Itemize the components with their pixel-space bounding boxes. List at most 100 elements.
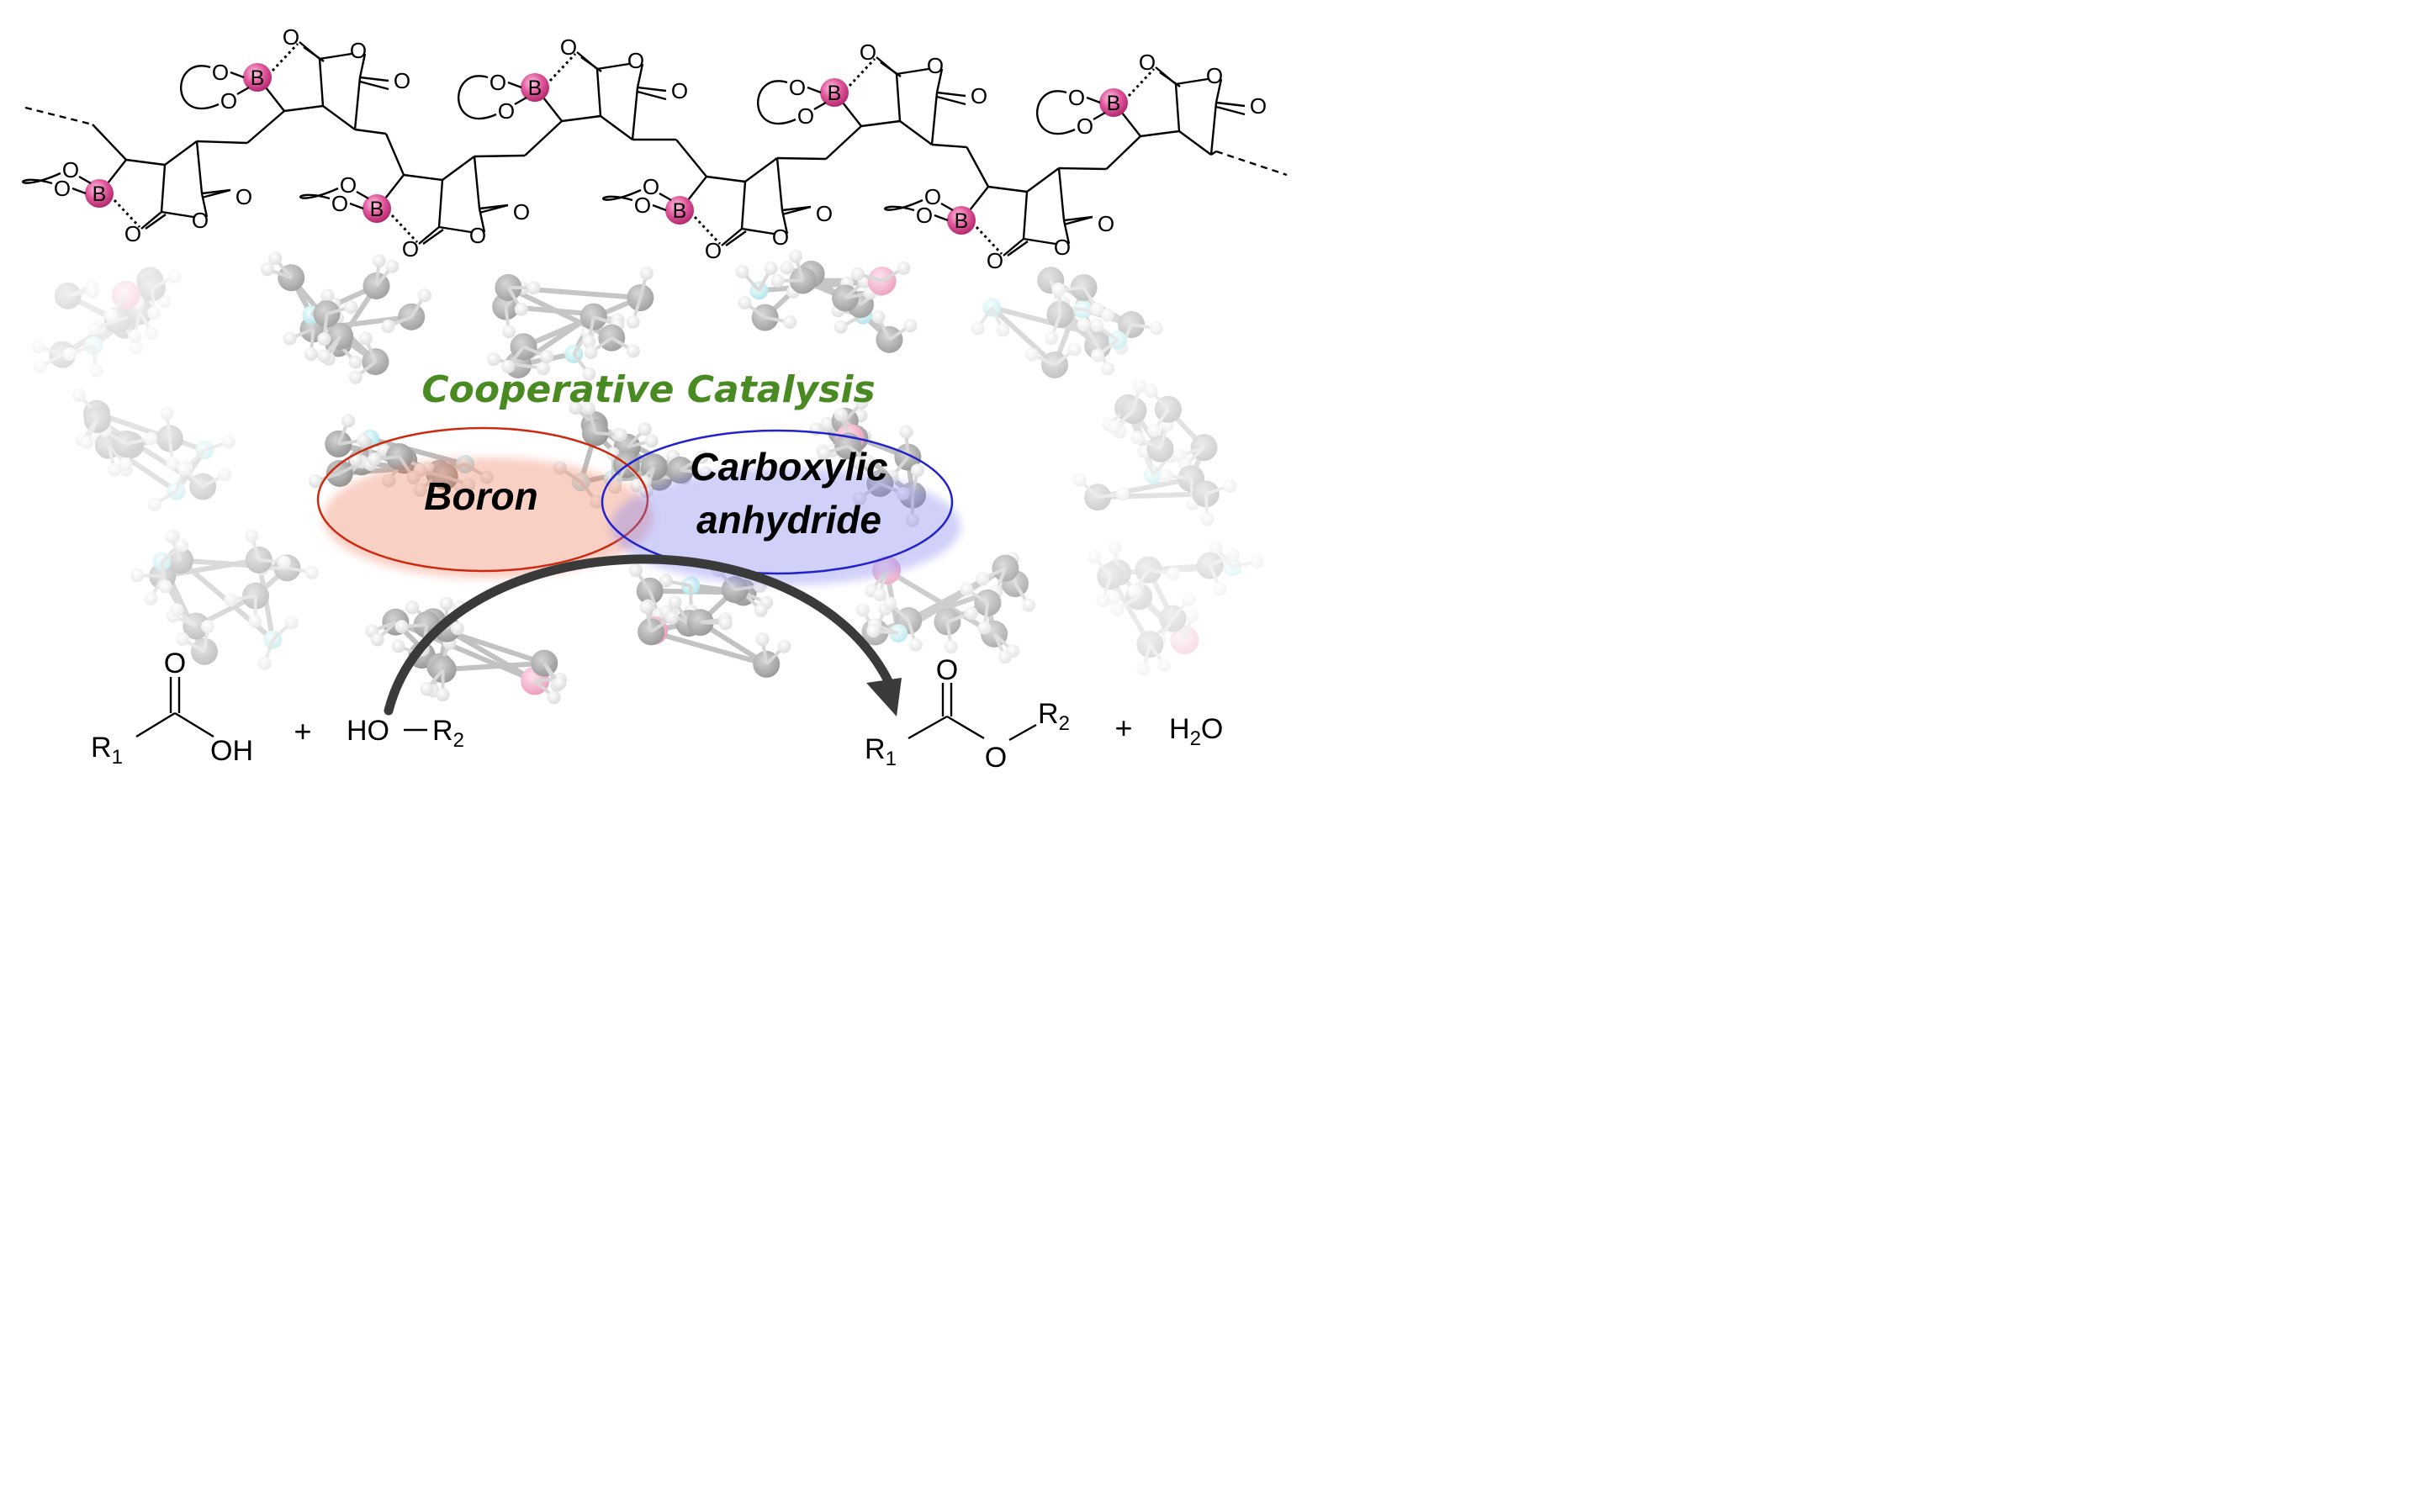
b-o-bond [356,190,369,200]
carbonyl-bond [145,214,167,230]
carbonyl-oxygen: O [816,201,833,226]
molecule-h-atom [897,261,911,275]
boronate-oxygen: O [498,98,515,124]
molecule-h-atom [167,269,182,283]
molecule-atom [934,608,961,636]
carbonyl-bond [1003,238,1024,256]
carbonyl-bond [1063,215,1093,226]
molecule-h-atom [1077,317,1091,331]
alcohol-r2: R2 [432,715,464,752]
molecule-atom [1070,273,1098,301]
molecule-h-atom [1045,331,1059,346]
molecule-h-atom [1091,348,1105,362]
dative-bond [548,52,577,82]
ring-bond [775,157,784,211]
carbonyl-bond [1159,71,1181,87]
boron-atom [521,73,549,102]
molecule-h-atom [1024,347,1039,362]
molecule-atom [1084,484,1112,511]
molecule-h-atom [31,340,45,354]
ring-bond [473,156,481,209]
boron-atom [665,196,694,225]
molecule-atom [242,582,270,610]
molecule-h-atom [820,416,834,431]
molecule-atom [54,282,82,309]
molecule-h-atom [910,463,924,478]
molecule-h-atom [738,295,752,309]
molecule-h-atom [1087,550,1102,564]
molecule-atom [156,425,183,452]
b-o-bond [507,81,522,89]
molecule-atom [1118,311,1146,339]
molecule-h-atom [385,259,400,273]
molecule-h-atom [613,428,627,442]
molecule-h-atom [309,474,323,489]
carbonyl-bond [637,90,667,101]
carbonyl-oxygen-2: O [402,236,419,262]
b-o-bond [652,204,667,212]
dative-bond [975,225,1003,256]
carbonyl-bond [422,229,444,245]
molecule-h-atom [1090,302,1104,316]
diol-loop [22,172,61,185]
molecule-h-atom [144,591,158,605]
ring-bond [636,63,644,88]
b-o-bond [236,86,250,96]
boron-symbol: B [828,82,842,105]
molecule-atom [111,280,140,309]
molecule-h-atom [130,568,145,583]
ring-bond [899,120,933,145]
carbonyl-oxygen: O [235,184,252,209]
carbonyl-oxygen: O [1098,211,1114,236]
molecule-h-atom [221,435,235,449]
molecule-h-atom [417,288,431,303]
molecule-atom [1135,556,1162,584]
b-c-bond [265,87,285,112]
molecule-h-atom [977,621,992,635]
molecule-bond [907,565,1007,623]
acid-r1: R1 [91,732,123,769]
ring-bond [319,52,352,61]
molecule-atom [191,637,219,665]
ring-bond [322,105,356,130]
molecule-h-atom [1250,555,1264,569]
molecule-h-atom [855,603,870,617]
ring-oxygen: O [927,53,944,78]
molecule-h-atom [553,676,567,690]
boronate-oxygen: O [916,203,933,228]
molecule-h-atom [1133,379,1147,394]
molecule-h-atom [1200,512,1214,526]
molecule-atom [992,554,1019,582]
chain-end-left [24,106,93,126]
molecule-atom [889,623,908,642]
molecule-h-atom [1167,567,1181,581]
boron-symbol: B [1107,92,1121,115]
molecule-h-atom [277,555,291,569]
molecule-h-atom [1157,658,1172,673]
backbone-bond [354,128,387,135]
molecule-h-atom [944,640,958,654]
b-c-bond [107,159,127,184]
molecule-h-atom [86,284,100,299]
molecule-h-atom [304,347,318,362]
dative-bond [390,214,419,244]
molecule-atom [138,274,166,302]
carbonyl-bond [637,86,667,93]
diol-loop [179,65,220,110]
molecule-h-atom [1130,431,1145,445]
b-o-bond [1086,96,1101,104]
backbone-bond [966,146,990,188]
molecule-bond [885,568,996,637]
boron-symbol: B [955,209,969,233]
carbonyl-bond [880,61,902,77]
boronate-oxygen: O [789,75,806,100]
b-o-bond [71,187,87,195]
b-o-bond [514,96,527,106]
molecule-atom [1144,465,1163,484]
molecule-h-atom [855,395,869,410]
ring-bond [442,156,475,181]
backbone-bond [1105,135,1141,170]
molecule-bond [1097,476,1192,500]
ring-bond [437,179,444,228]
carbonyl-bond [1215,105,1246,116]
